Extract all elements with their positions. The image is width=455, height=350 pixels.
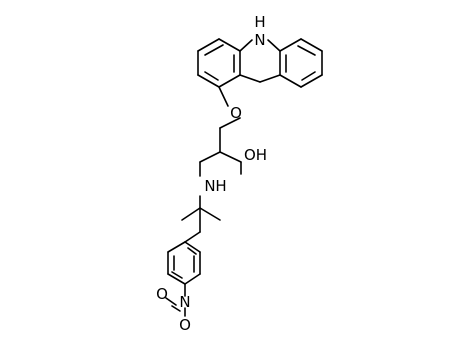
nitrophenyl-ring	[167, 241, 201, 285]
amine-hydrogen-label: H	[215, 177, 226, 195]
carbazole-left-ring	[197, 38, 241, 88]
nitro-group	[165, 283, 186, 317]
propanol-chain	[199, 86, 242, 177]
hydroxyl-label: OH	[244, 146, 267, 164]
atom-labels: N H O OH N H N O O	[156, 13, 267, 334]
amine-linker	[181, 195, 221, 243]
carbazole-pyrrole-ring	[239, 39, 281, 83]
nitro-nitrogen-label: N	[179, 293, 190, 311]
indole-nitrogen-label: N	[254, 31, 265, 49]
nitro-oxygen-bottom-label: O	[179, 316, 191, 334]
indole-hydrogen-label: H	[254, 13, 265, 31]
amine-nitrogen-label: N	[204, 177, 215, 195]
ether-oxygen-label: O	[230, 104, 242, 122]
nitro-oxygen-left-label: O	[156, 285, 168, 303]
carbazole-right-ring	[279, 38, 323, 88]
